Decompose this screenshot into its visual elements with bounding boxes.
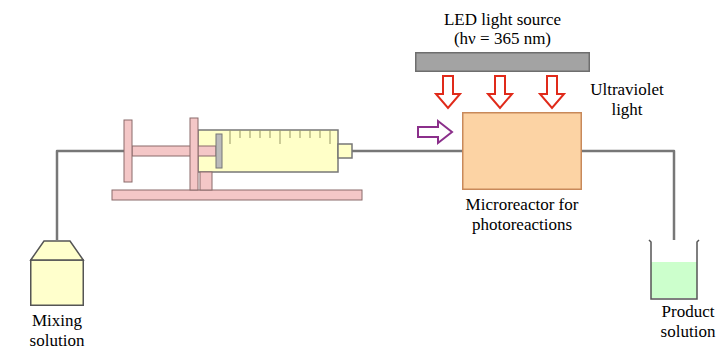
uv-arrows xyxy=(436,76,564,108)
flow-arrow xyxy=(418,121,452,143)
led-light-source-shape xyxy=(415,52,590,72)
node-label: Product solution xyxy=(650,302,720,341)
tube-line xyxy=(582,151,674,240)
led-light-source: LED light source (hν = 365 nm) xyxy=(415,52,590,72)
reagent-bottle: Mixing solution xyxy=(30,240,84,306)
microreactor: Microreactor for photoreactions xyxy=(462,112,582,190)
node-label: Microreactor for photoreactions xyxy=(457,195,587,234)
reagent-bottle-shape xyxy=(30,240,84,306)
product-beaker-shape xyxy=(648,240,700,300)
syringe-pump xyxy=(112,118,362,200)
node-label: LED light source (hν = 365 nm) xyxy=(435,10,570,49)
microreactor-shape xyxy=(462,112,582,190)
light-label: Ultraviolet light xyxy=(584,80,670,119)
product-beaker: Product solution xyxy=(648,240,700,300)
node-label: Mixing solution xyxy=(17,311,97,350)
